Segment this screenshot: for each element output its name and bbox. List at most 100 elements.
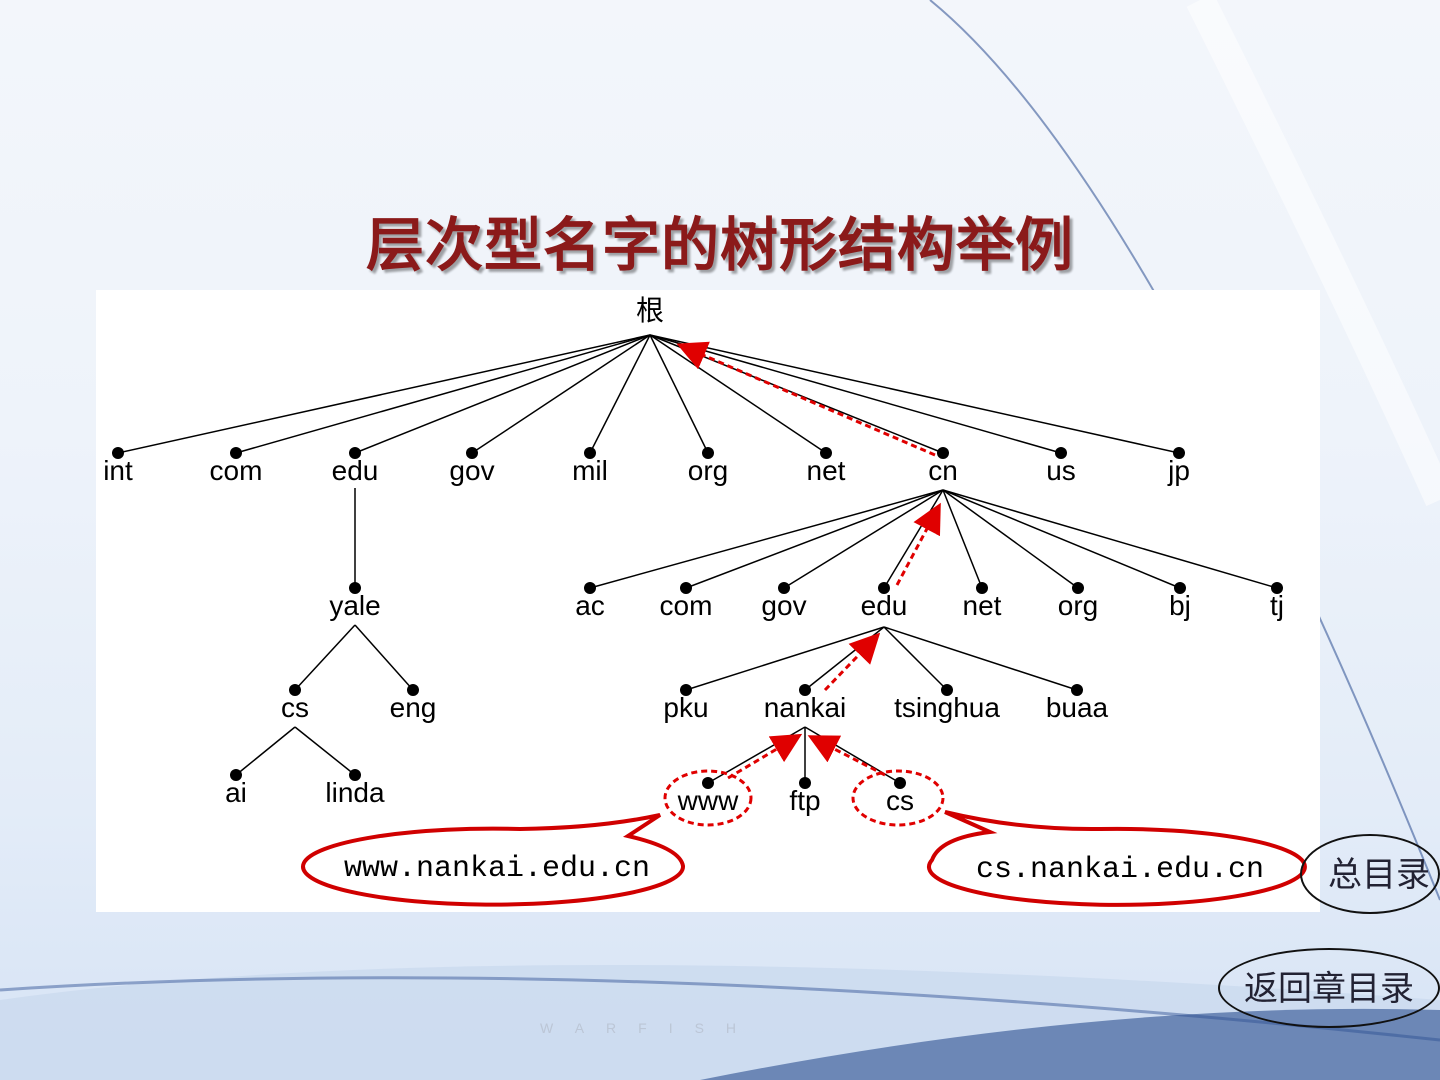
- tree-edge: [942, 489, 983, 589]
- tree-edge: [589, 334, 651, 454]
- tree-node-label-yale: yale: [329, 590, 380, 621]
- tree-node-dot: [230, 447, 242, 459]
- tree-node-label-jp: jp: [1167, 455, 1190, 486]
- tree-node-dot: [349, 769, 361, 781]
- tree-node-dot: [702, 447, 714, 459]
- arrow-www-nankai: [727, 733, 803, 780]
- tree-node-label-根: 根: [636, 295, 664, 326]
- tree-edge: [942, 489, 1181, 589]
- resolution-arrows: [663, 341, 945, 827]
- arrow-cs-nankai: [807, 735, 886, 777]
- tree-node-dot: [1055, 447, 1067, 459]
- tree-node-dot: [799, 684, 811, 696]
- tree-edge: [294, 726, 356, 776]
- tree-edge: [354, 624, 414, 691]
- tree-node-label-gov: gov: [449, 455, 494, 486]
- highlight-cs: [851, 769, 945, 827]
- tree-node-dot: [407, 684, 419, 696]
- tree-edge: [883, 626, 948, 691]
- tree-node-dot: [878, 582, 890, 594]
- tree-node-dot: [1174, 582, 1186, 594]
- tree-edge: [294, 624, 356, 691]
- main-menu-button[interactable]: 总目录: [1300, 834, 1440, 914]
- tree-node-label-com: com: [210, 455, 263, 486]
- tree-node-label-linda: linda: [325, 777, 385, 808]
- tree-node-label-eng: eng: [390, 692, 437, 723]
- tree-edge: [804, 626, 885, 691]
- tree-node-dot: [894, 777, 906, 789]
- tree-node-label-ai: ai: [225, 777, 247, 808]
- tree-node-label-ac: ac: [575, 590, 605, 621]
- tree-node-dot: [349, 447, 361, 459]
- tree-node-dot: [680, 684, 692, 696]
- callout-cs-bubble: [926, 810, 1307, 907]
- tree-node-label-tj: tj: [1270, 590, 1284, 621]
- tree-edge: [804, 726, 901, 784]
- tree-node-dot: [349, 582, 361, 594]
- tree-edge: [354, 334, 651, 454]
- tree-node-label-www: www: [677, 785, 739, 816]
- tree-node-dot: [1271, 582, 1283, 594]
- callout-www: www.nankai.edu.cn: [344, 852, 650, 886]
- tree-node-dot: [1173, 447, 1185, 459]
- tree-node-label-gov: gov: [761, 590, 806, 621]
- tree-edge: [942, 489, 1278, 589]
- tree-node-dot: [230, 769, 242, 781]
- main-menu-label: 总目录: [1328, 855, 1430, 895]
- tree-edge: [783, 489, 944, 589]
- tree-node-label-cs: cs: [886, 785, 914, 816]
- tree-node-label-int: int: [103, 455, 133, 486]
- arrow-nankai-edu: [823, 632, 881, 692]
- watermark: WARFISH: [540, 1020, 759, 1036]
- callout-www-bubble: [301, 813, 686, 907]
- dns-tree-diagram: 根 int com edu gov mil org net cn us jp yale cs eng ai l…: [96, 290, 1320, 912]
- tree-node-label-net: net: [807, 455, 846, 486]
- tree-node-dot: [466, 447, 478, 459]
- tree-node-label-nankai: nankai: [764, 692, 847, 723]
- tree-edge: [235, 334, 651, 454]
- tree-node-dot: [799, 777, 811, 789]
- tree-node-label-us: us: [1046, 455, 1076, 486]
- tree-node-dot: [1071, 684, 1083, 696]
- tree-node-dot: [680, 582, 692, 594]
- tree-node-dot: [1072, 582, 1084, 594]
- tree-node-label-cn: cn: [928, 455, 958, 486]
- tree-node-label-org: org: [1058, 590, 1098, 621]
- tree-node-dot: [584, 447, 596, 459]
- tree-edge: [649, 334, 1062, 454]
- tree-edge: [649, 334, 709, 454]
- chapter-menu-button[interactable]: 返回章目录: [1218, 948, 1440, 1028]
- tree-node-label-tsinghua: tsinghua: [894, 692, 1000, 723]
- tree-node-label-bj: bj: [1169, 590, 1191, 621]
- tree-edge: [649, 334, 827, 454]
- tree-node-label-ftp: ftp: [789, 785, 820, 816]
- tree-edge: [883, 626, 1078, 691]
- tree-edge: [117, 334, 651, 454]
- tree-node-dot: [702, 777, 714, 789]
- tree-node-label-com: com: [660, 590, 713, 621]
- tree-edge: [235, 726, 296, 776]
- tree-node-dot: [941, 684, 953, 696]
- arrow-edu-cn: [895, 502, 941, 586]
- tree-node-label-org: org: [688, 455, 728, 486]
- arrow-cn-root: [676, 341, 936, 457]
- tree-node-dot: [112, 447, 124, 459]
- tree-edge: [649, 334, 1180, 454]
- tree-node-dot: [584, 582, 596, 594]
- callout-cs: cs.nankai.edu.cn: [976, 853, 1264, 887]
- tree-edge: [942, 489, 1079, 589]
- tree-node-label-mil: mil: [572, 455, 608, 486]
- tree-node-label-pku: pku: [663, 692, 708, 723]
- highlight-www: [663, 769, 753, 827]
- tree-node-dot: [289, 684, 301, 696]
- tree-edge: [589, 489, 944, 589]
- chapter-menu-label: 返回章目录: [1244, 969, 1414, 1009]
- tree-node-label-buaa: buaa: [1046, 692, 1109, 723]
- tree-node-label-net: net: [963, 590, 1002, 621]
- tree-node-dot: [937, 447, 949, 459]
- tree-edge: [707, 726, 806, 784]
- tree-edge: [471, 334, 651, 454]
- tree-node-dot: [976, 582, 988, 594]
- tree-node-label-edu: edu: [332, 455, 379, 486]
